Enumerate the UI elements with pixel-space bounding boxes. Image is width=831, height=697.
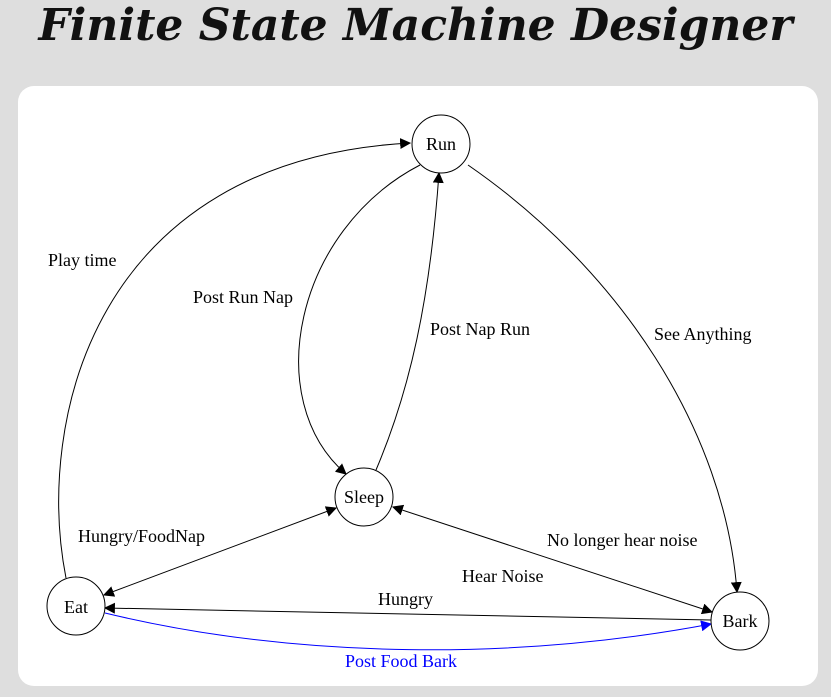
state-eat-label: Eat	[64, 597, 88, 617]
label-no-longer-hear-noise: No longer hear noise	[547, 530, 697, 550]
transition-hear-noise[interactable]	[391, 504, 714, 615]
state-sleep[interactable]: Sleep	[334, 467, 394, 527]
label-hungry: Hungry	[378, 589, 433, 609]
state-bark[interactable]: Bark	[710, 591, 770, 651]
state-run-label: Run	[426, 134, 456, 154]
state-bark-label: Bark	[723, 611, 758, 631]
label-hungry-foodnap: Hungry/FoodNap	[78, 526, 205, 546]
label-play-time: Play time	[48, 250, 117, 270]
transition-see-anything[interactable]	[467, 164, 742, 594]
label-post-food-bark: Post Food Bark	[345, 651, 457, 671]
label-post-run-nap: Post Run Nap	[193, 287, 293, 307]
transition-post-nap-run[interactable]	[375, 171, 444, 471]
state-sleep-label: Sleep	[344, 487, 384, 507]
page-title: Finite State Machine Designer	[38, 0, 793, 51]
transition-hungry[interactable]	[103, 602, 712, 621]
transition-play-time[interactable]	[58, 138, 412, 579]
transition-post-food-bark[interactable]	[104, 612, 713, 651]
label-see-anything: See Anything	[654, 324, 752, 344]
state-eat[interactable]: Eat	[46, 576, 106, 636]
label-hear-noise: Hear Noise	[462, 566, 543, 586]
transition-hungry-foodnap[interactable]	[102, 506, 338, 597]
label-post-nap-run: Post Nap Run	[430, 319, 530, 339]
transition-post-run-nap[interactable]	[298, 164, 421, 475]
state-run[interactable]: Run	[411, 114, 471, 174]
